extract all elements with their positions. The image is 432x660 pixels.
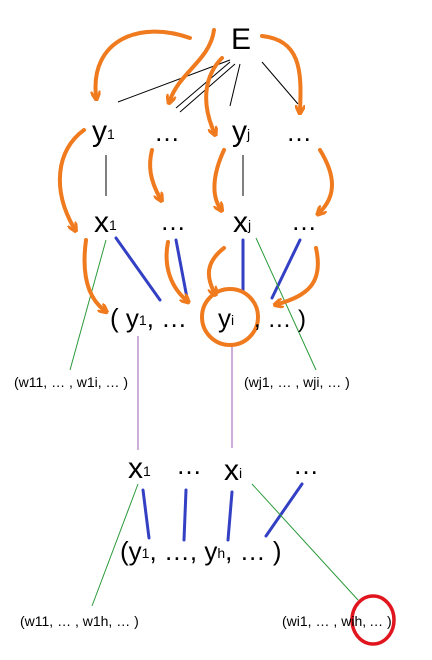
y2-tuple: (y1, …, yh, … ) bbox=[120, 536, 282, 566]
tuple-yi: yi bbox=[218, 303, 234, 333]
node-x2-dots-a: … bbox=[176, 450, 202, 480]
edge-e-dots-a bbox=[175, 61, 231, 109]
orange-arrows bbox=[57, 28, 334, 310]
edge-x2-i-wright bbox=[251, 483, 359, 601]
arrow-xj-to-yi bbox=[206, 246, 226, 292]
edge-e-y1 bbox=[117, 59, 231, 103]
arrow-yj-to-xj bbox=[212, 148, 226, 208]
arrow-x1-to-tuple bbox=[82, 238, 104, 310]
node-x1: x1 bbox=[94, 206, 117, 239]
w2-left-tuple: (w11, … , w1h, … ) bbox=[20, 613, 139, 629]
arrow-dots-b-to-dots-b bbox=[320, 148, 334, 212]
x2-level: x1 … xi … bbox=[128, 450, 319, 487]
tuple-close: , … ) bbox=[254, 306, 306, 333]
edge-e-yj bbox=[229, 63, 241, 107]
edge-dots-tuple bbox=[174, 238, 189, 300]
highlight-circle-yi bbox=[200, 287, 260, 347]
w-left-tuple: (w11, … , w1i, … ) bbox=[14, 374, 128, 390]
arrow-e-to-yj bbox=[204, 56, 224, 132]
root-edges bbox=[105, 59, 299, 196]
blue-edges bbox=[114, 236, 304, 542]
edge-x2-i-tuple bbox=[226, 490, 234, 542]
arrow-e-to-dots-b bbox=[260, 34, 301, 110]
node-xj: xj bbox=[233, 206, 251, 239]
edge-x2-1-wleft bbox=[91, 483, 139, 607]
node-x-dots-b: … bbox=[291, 206, 317, 236]
node-root: E bbox=[231, 23, 251, 56]
node-yj: yj bbox=[232, 115, 250, 148]
arrow-dots-b-to-tuple bbox=[278, 246, 320, 304]
node-x2-i: xi bbox=[224, 454, 242, 487]
edge-xj-wright bbox=[255, 237, 317, 371]
arrow-y1-to-x1 bbox=[57, 128, 86, 228]
arrow-dots-to-tuple bbox=[164, 240, 186, 300]
edge-x1-wleft bbox=[69, 239, 107, 371]
green-edges bbox=[69, 237, 359, 607]
edge-e-dots-b bbox=[261, 61, 299, 105]
arrow-e-to-dots bbox=[170, 28, 216, 100]
arrow-e-to-y1 bbox=[96, 29, 192, 96]
tuple-open: ( y1, … bbox=[110, 303, 187, 333]
node-y-dots-b: … bbox=[286, 117, 312, 147]
node-y1: y1 bbox=[92, 115, 115, 148]
node-y-dots-a: … bbox=[154, 117, 180, 147]
y-tuple: ( y1, … yi , … ) bbox=[110, 303, 306, 333]
node-x-dots-a: … bbox=[160, 206, 186, 236]
highlight-circle-wih bbox=[350, 594, 396, 646]
node-x2-dots-b: … bbox=[293, 450, 319, 480]
edge-x2-dots-b-tuple bbox=[264, 482, 304, 538]
edge-x1-tuple bbox=[114, 236, 162, 302]
w2-right-tuple: (wi1, … ,wih,… ) bbox=[282, 613, 392, 629]
edge-dots-b-tuple bbox=[270, 238, 302, 300]
edge-x2-1-tuple bbox=[141, 488, 151, 540]
node-x2-1: x1 bbox=[128, 452, 151, 485]
purple-edges bbox=[137, 336, 233, 450]
y-level: y1 … yj … bbox=[92, 115, 312, 148]
arrow-dots-to-dots bbox=[148, 148, 160, 198]
edge-x2-dots-tuple bbox=[182, 488, 188, 542]
x-level: x1 … xj … bbox=[94, 206, 317, 239]
w-right-tuple: (wj1, … , wji, … ) bbox=[244, 374, 350, 390]
